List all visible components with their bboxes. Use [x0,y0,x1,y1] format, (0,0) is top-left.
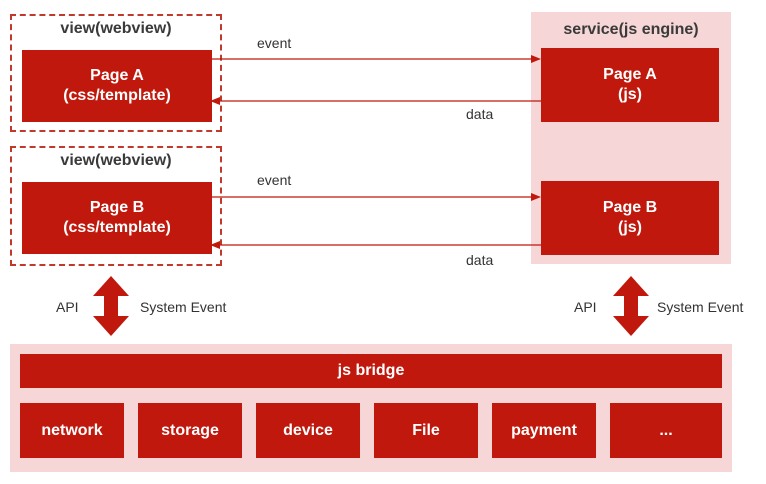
module-file-label: File [412,421,440,439]
module-network-label: network [41,421,103,439]
module-device-label: device [283,421,333,439]
view-a-page-box: Page A (css/template) [22,50,212,122]
service-page-b-box: Page B (js) [541,181,719,255]
view-b-page-sub: (css/template) [63,219,171,236]
module-payment-label: payment [511,421,577,439]
page-b-data-arrow [210,241,541,249]
service-panel: service(js engine) Page A (js) Page B (j… [531,12,731,264]
service-page-b-name: Page B [602,199,658,216]
left-bidirectional-arrow [93,276,129,336]
service-page-a-sub: (js) [618,86,642,103]
service-page-b-sub: (js) [618,219,642,236]
view-b-frame: view(webview) Page B (css/template) [10,146,222,266]
view-a-title: view(webview) [60,20,172,37]
page-a-data-label: data [466,106,494,122]
service-title: service(js engine) [563,21,699,38]
module-device: device [256,403,360,458]
module-storage: storage [138,403,242,458]
view-b-title: view(webview) [60,152,172,169]
module-network: network [20,403,124,458]
right-bidirectional-arrow [613,276,649,336]
service-page-a-name: Page A [603,66,657,83]
right-system-event-label: System Event [657,299,744,315]
view-a-frame: view(webview) Page A (css/template) [10,14,222,132]
page-a-event-arrow [210,55,541,63]
view-b-page-name: Page B [89,199,145,216]
view-b-page-box: Page B (css/template) [22,182,212,254]
js-bridge-bar: js bridge [20,354,722,388]
page-b-data-label: data [466,252,494,268]
view-a-page-name: Page A [90,67,144,84]
page-b-event-arrow [210,193,541,201]
service-page-a-box: Page A (js) [541,48,719,122]
module-payment: payment [492,403,596,458]
module-storage-label: storage [161,421,219,439]
module-more-label: ... [659,421,673,439]
view-a-page-sub: (css/template) [63,87,171,104]
js-bridge-label: js bridge [337,362,405,379]
left-system-event-label: System Event [140,299,227,315]
page-a-data-arrow [210,97,541,105]
page-b-event-label: event [257,172,292,188]
left-api-label: API [56,299,79,315]
page-a-event-label: event [257,35,292,51]
right-api-label: API [574,299,597,315]
module-file: File [374,403,478,458]
bridge-panel: js bridge network storage device File pa… [10,344,732,472]
module-more: ... [610,403,722,458]
